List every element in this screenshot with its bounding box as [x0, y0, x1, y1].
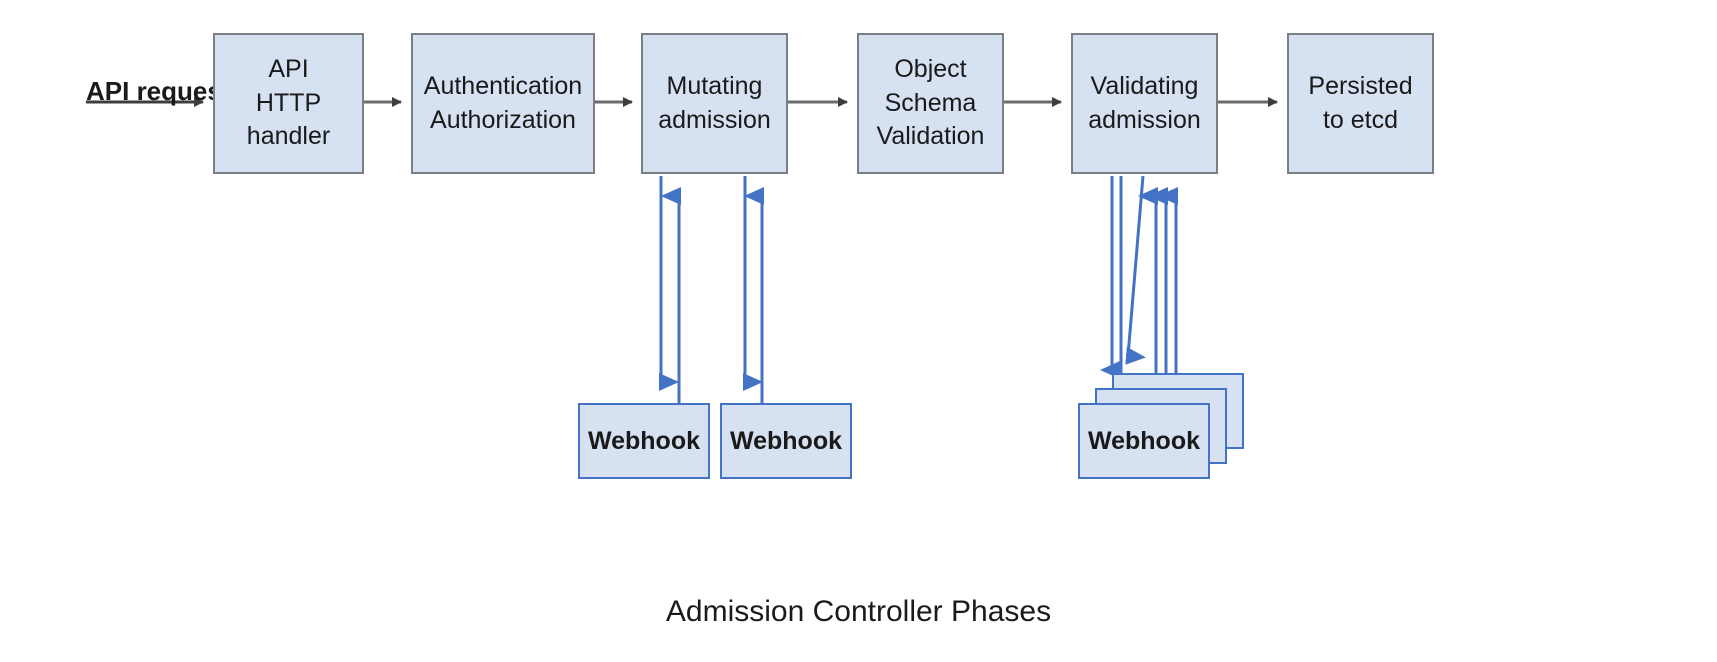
- phase-label-persisted-to-etcd: Persisted to etcd: [1308, 71, 1413, 134]
- phase-box-api-http-handler[interactable]: API HTTP handler: [213, 33, 364, 174]
- diagram-caption-text: Admission Controller Phases: [665, 595, 1052, 628]
- webhook-label-validating: Webhook: [1087, 426, 1201, 455]
- edge-mutating-webhook-2: [743, 176, 764, 403]
- webhook-label-mutating-2: Webhook: [729, 426, 843, 455]
- phase-box-persisted-to-etcd[interactable]: Persisted to etcd: [1287, 33, 1434, 174]
- phase-box-authentication-authorization[interactable]: Authentication Authorization: [411, 33, 595, 174]
- phase-label-api-http-handler: API HTTP handler: [246, 54, 331, 151]
- phase-label-mutating-admission: Mutating admission: [658, 71, 771, 134]
- phase-label-authentication-authorization: Authentication Authorization: [423, 71, 583, 134]
- diagram-caption: Admission Controller Phases: [0, 595, 1717, 629]
- entry-label: API request: [86, 76, 231, 107]
- phase-box-mutating-admission[interactable]: Mutating admission: [641, 33, 788, 174]
- entry-label-text: API request: [86, 76, 231, 106]
- webhook-box-mutating-1[interactable]: Webhook: [578, 403, 710, 479]
- webhook-box-validating-front[interactable]: Webhook: [1078, 403, 1210, 479]
- webhook-box-mutating-2[interactable]: Webhook: [720, 403, 852, 479]
- edge-mutating-webhook-1: [659, 176, 681, 403]
- phase-box-validating-admission[interactable]: Validating admission: [1071, 33, 1218, 174]
- phase-label-object-schema-validation: Object Schema Validation: [876, 54, 985, 151]
- phase-label-validating-admission: Validating admission: [1088, 71, 1201, 134]
- webhook-label-mutating-1: Webhook: [587, 426, 701, 455]
- phase-box-object-schema-validation[interactable]: Object Schema Validation: [857, 33, 1004, 174]
